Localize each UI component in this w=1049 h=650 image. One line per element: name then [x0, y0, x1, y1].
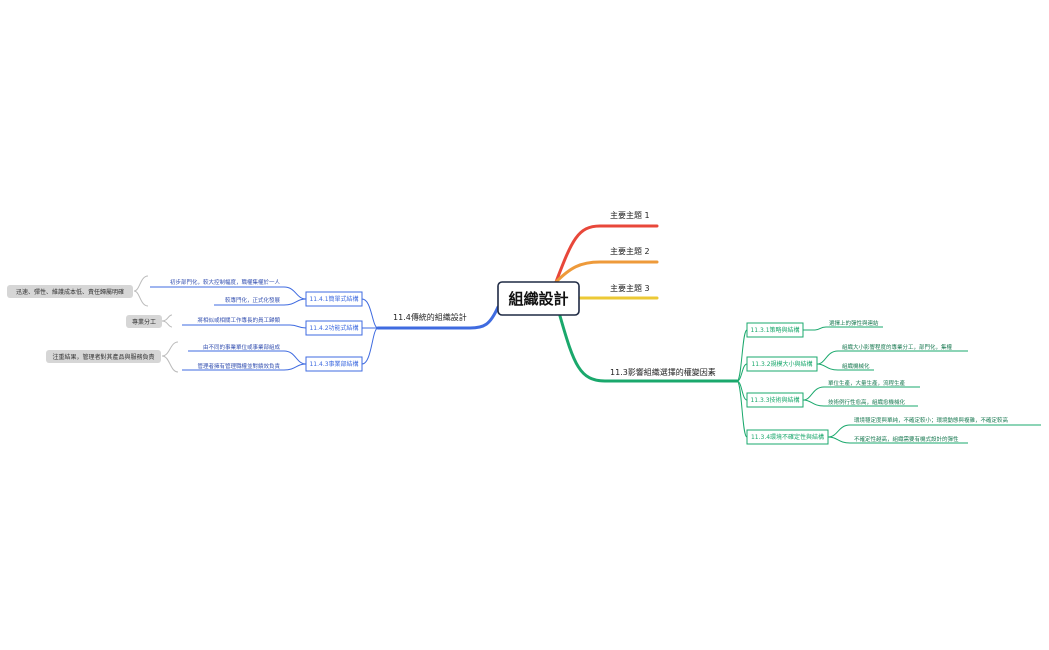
main-branches: [376, 224, 739, 383]
main-topic-3[interactable]: 主要主題 3: [610, 283, 650, 293]
main-topic-1-label: 主要主題 1: [610, 210, 650, 220]
subtopic-114-3-label: 11.4.3事業部結構: [309, 360, 358, 368]
leaf-113-3-2[interactable]: 技術例行性愈高，組織愈機械化: [828, 398, 906, 406]
right-leaves: 選擇上的彈性與連結 組織大小影響程度的專業分工，部門化，集權 組織機械化 單位生…: [828, 319, 1009, 443]
leaf-113-2-1[interactable]: 組織大小影響程度的專業分工，部門化，集權: [842, 343, 953, 351]
note-tag-114-1-label: 迅速、彈性、維護成本低、責任歸屬明確: [16, 288, 124, 296]
subtopic-113-4-label: 11.3.4環境不確定性與結構: [751, 433, 824, 441]
branch-line-topic-2: [554, 260, 659, 284]
subtopic-114-1[interactable]: 11.4.1簡單式結構: [305, 291, 363, 307]
left-leaves: 初步部門化，較大控制幅度，職權集權於一人 較專門化，正式化發展 將相似或相關工作…: [170, 278, 281, 370]
central-topic[interactable]: 組織設計: [497, 281, 580, 316]
branch-line-topic-1: [554, 224, 659, 284]
subtopic-114-2[interactable]: 11.4.2功能式結構: [305, 320, 363, 336]
leaf-114-3-2[interactable]: 管理者擁有管理職權並對績效負責: [197, 362, 280, 370]
note-tag-114-3-label: 注重結果，管理者對其產品與服務負責: [52, 353, 154, 361]
leaf-114-2-1[interactable]: 將相似或相關工作專長的員工歸類: [197, 316, 280, 324]
subtopic-113-2[interactable]: 11.3.2規模大小與結構: [746, 356, 818, 372]
subtopic-114-2-label: 11.4.2功能式結構: [309, 324, 358, 332]
branch-line-topic-114: [376, 305, 500, 330]
branch-line-topic-113: [558, 314, 739, 383]
leaf-113-1-1[interactable]: 選擇上的彈性與連結: [829, 319, 879, 327]
main-topic-2-label: 主要主題 2: [610, 246, 650, 256]
leaf-114-3-1[interactable]: 由不同的事業單位或事業部組成: [203, 343, 281, 351]
main-topic-113-label: 11.3影響組織選擇的權變因素: [610, 367, 716, 377]
subtopic-114-1-label: 11.4.1簡單式結構: [309, 295, 358, 303]
subtopic-113-2-label: 11.3.2規模大小與結構: [751, 360, 812, 368]
leaf-113-4-1[interactable]: 環境穩定度與單純，不確定較小；環境動態與複雜，不確定較高: [854, 416, 1009, 424]
leaf-114-1-2[interactable]: 較專門化，正式化發展: [225, 296, 281, 304]
main-topic-114[interactable]: 11.4傳統的組織設計: [393, 312, 467, 322]
main-topic-113[interactable]: 11.3影響組織選擇的權變因素: [610, 367, 716, 377]
right-sub-connectors: [736, 326, 1041, 444]
leaf-113-4-2[interactable]: 不確定性越高，組織需要有機式設計的彈性: [854, 435, 959, 443]
left-sub-connectors: [150, 286, 379, 371]
leaf-114-1-1[interactable]: 初步部門化，較大控制幅度，職權集權於一人: [170, 278, 281, 286]
subtopic-113-1[interactable]: 11.3.1策略與結構: [746, 322, 804, 338]
main-topic-2[interactable]: 主要主題 2: [610, 246, 650, 256]
note-tag-114-2-label: 專業分工: [132, 318, 156, 326]
subtopic-113-3[interactable]: 11.3.3技術與結構: [746, 392, 804, 408]
main-topic-1[interactable]: 主要主題 1: [610, 210, 650, 220]
leaf-113-2-2[interactable]: 組織機械化: [842, 362, 870, 370]
note-tag-114-3[interactable]: 注重結果，管理者對其產品與服務負責: [46, 350, 161, 363]
subtopic-113-4[interactable]: 11.3.4環境不確定性與結構: [746, 429, 829, 445]
main-topic-3-label: 主要主題 3: [610, 283, 650, 293]
leaf-113-3-1[interactable]: 單位生產，大量生產，流程生產: [828, 379, 906, 387]
subtopic-114-3[interactable]: 11.4.3事業部結構: [305, 356, 363, 372]
subtopic-113-1-label: 11.3.1策略與結構: [750, 326, 799, 334]
note-tag-114-2[interactable]: 專業分工: [126, 315, 162, 328]
subtopic-113-3-label: 11.3.3技術與結構: [750, 396, 799, 404]
central-topic-label: 組織設計: [508, 290, 568, 308]
main-topic-114-label: 11.4傳統的組織設計: [393, 312, 467, 322]
note-tag-114-1[interactable]: 迅速、彈性、維護成本低、責任歸屬明確: [7, 285, 133, 298]
